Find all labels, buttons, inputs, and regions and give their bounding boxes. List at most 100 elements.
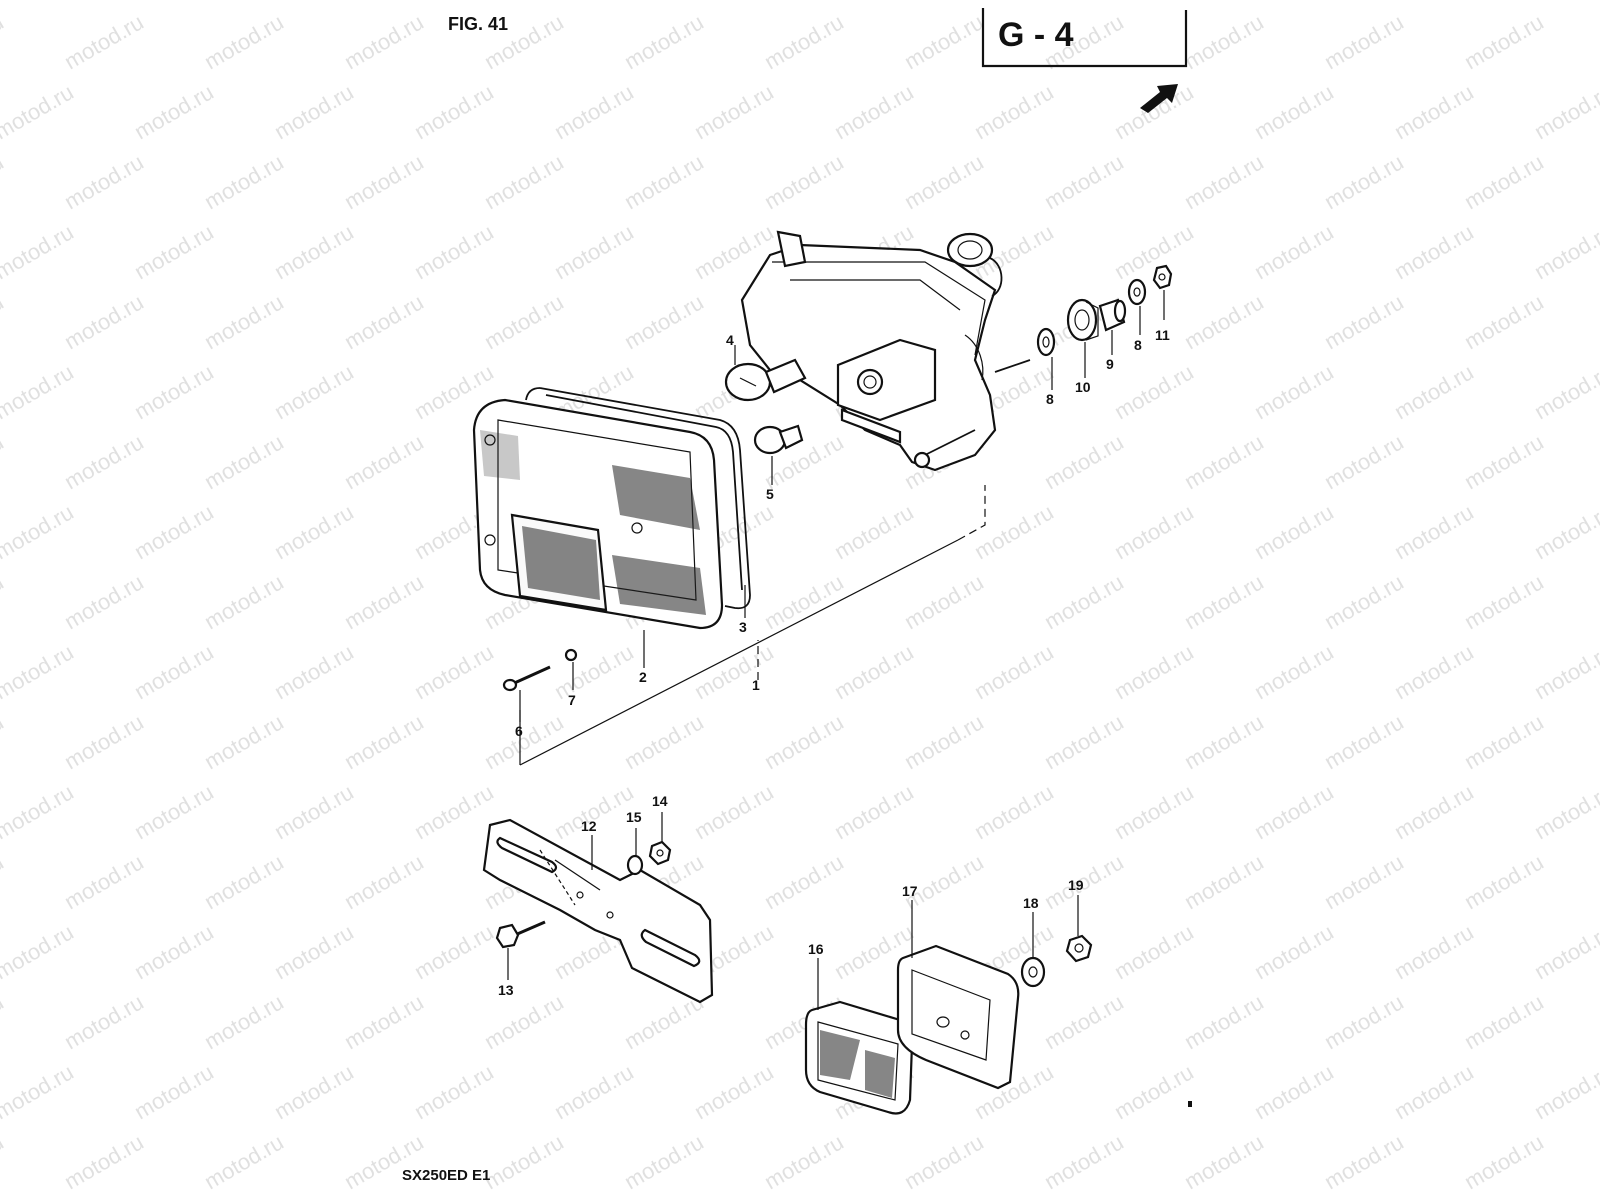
watermark-text: motod.ru — [270, 219, 358, 284]
watermark-text: motod.ru — [60, 289, 148, 354]
watermark-text: motod.ru — [1180, 989, 1268, 1054]
washer-18 — [1020, 956, 1046, 988]
watermark-text: motod.ru — [1530, 219, 1600, 284]
callout-8b: 8 — [1134, 337, 1142, 353]
watermark-text: motod.ru — [1460, 1129, 1548, 1194]
watermark-text: motod.ru — [0, 1129, 8, 1194]
tail-lens — [472, 398, 724, 630]
watermark-text: motod.ru — [900, 569, 988, 634]
watermark-text: motod.ru — [1530, 499, 1600, 564]
watermark-text: motod.ru — [480, 709, 568, 774]
watermark-text: motod.ru — [60, 569, 148, 634]
watermark-text: motod.ru — [620, 1129, 708, 1194]
watermark-text: motod.ru — [690, 1059, 778, 1124]
washer-8a — [1036, 327, 1056, 357]
watermark-text: motod.ru — [1180, 289, 1268, 354]
watermark-text: motod.ru — [1390, 79, 1478, 144]
watermark-text: motod.ru — [0, 149, 8, 214]
watermark-text: motod.ru — [0, 989, 8, 1054]
watermark-text: motod.ru — [410, 79, 498, 144]
watermark-text: motod.ru — [550, 0, 638, 4]
washer-8b — [1127, 278, 1147, 306]
watermark-text: motod.ru — [830, 0, 918, 4]
model-code: SX250ED E1 — [402, 1167, 490, 1184]
watermark-text: motod.ru — [1250, 919, 1338, 984]
watermark-text: motod.ru — [1460, 149, 1548, 214]
watermark-text: motod.ru — [200, 289, 288, 354]
watermark-text: motod.ru — [1390, 779, 1478, 844]
watermark-text: motod.ru — [60, 709, 148, 774]
watermark-text: motod.ru — [760, 849, 848, 914]
watermark-text: motod.ru — [1460, 709, 1548, 774]
watermark-text: motod.ru — [1320, 429, 1408, 494]
lens-screw — [502, 665, 551, 692]
watermark-text: motod.ru — [200, 429, 288, 494]
watermark-text: motod.ru — [1040, 149, 1128, 214]
watermark-text: motod.ru — [1250, 639, 1338, 704]
watermark-text: motod.ru — [270, 499, 358, 564]
grommet-10 — [1066, 298, 1099, 342]
watermark-text: motod.ru — [1180, 9, 1268, 74]
watermark-text: motod.ru — [0, 499, 78, 564]
watermark-text: motod.ru — [0, 569, 8, 634]
watermark-text: motod.ru — [340, 989, 428, 1054]
watermark-text: motod.ru — [1390, 219, 1478, 284]
watermark-text: motod.ru — [60, 849, 148, 914]
license-bracket — [482, 818, 714, 1004]
watermark-text: motod.ru — [1040, 569, 1128, 634]
watermark-text: motod.ru — [970, 779, 1058, 844]
watermark-text: motod.ru — [480, 149, 568, 214]
callout-16: 16 — [808, 941, 824, 957]
watermark-text: motod.ru — [690, 779, 778, 844]
watermark-text: motod.ru — [900, 9, 988, 74]
watermark-text: motod.ru — [900, 849, 988, 914]
watermark-text: motod.ru — [60, 9, 148, 74]
callout-8a: 8 — [1046, 391, 1054, 407]
watermark-text: motod.ru — [1110, 779, 1198, 844]
watermark-text: motod.ru — [1460, 289, 1548, 354]
watermark-text: motod.ru — [970, 639, 1058, 704]
watermark-text: motod.ru — [410, 0, 498, 4]
stop-tail-bulb — [724, 358, 807, 402]
watermark-text: motod.ru — [1530, 359, 1600, 424]
watermark-text: motod.ru — [690, 79, 778, 144]
watermark-text: motod.ru — [1250, 1059, 1338, 1124]
watermark-text: motod.ru — [410, 779, 498, 844]
callout-14: 14 — [652, 793, 668, 809]
lens-gasket — [525, 387, 751, 610]
watermark-text: motod.ru — [60, 429, 148, 494]
callout-4: 4 — [726, 332, 734, 348]
watermark-text: motod.ru — [130, 779, 218, 844]
watermark-text: motod.ru — [340, 709, 428, 774]
watermark-text: motod.ru — [130, 359, 218, 424]
watermark-text: motod.ru — [1530, 639, 1600, 704]
watermark-text: motod.ru — [1390, 919, 1478, 984]
watermark-text: motod.ru — [270, 79, 358, 144]
reflector-holder-17 — [896, 944, 1020, 1090]
callout-7: 7 — [568, 692, 576, 708]
direction-arrow-icon — [1140, 84, 1178, 113]
watermark-text: motod.ru — [1390, 0, 1478, 4]
callout-13: 13 — [498, 982, 514, 998]
watermark-text: motod.ru — [1180, 1129, 1268, 1194]
callouts: 1 2 3 4 5 6 7 8 8 9 10 11 12 13 14 15 16… — [498, 327, 1170, 998]
washer-15 — [626, 854, 644, 876]
callout-17: 17 — [902, 883, 918, 899]
watermark-text: motod.ru — [410, 1059, 498, 1124]
watermark-text: motod.ru — [1320, 849, 1408, 914]
watermark-text: motod.ru — [1110, 1059, 1198, 1124]
watermark-text: motod.ru — [0, 429, 8, 494]
callout-9: 9 — [1106, 356, 1114, 372]
license-bulb — [753, 424, 804, 455]
watermark-text: motod.ru — [1250, 499, 1338, 564]
watermark-text: motod.ru — [550, 639, 638, 704]
callout-5: 5 — [766, 486, 774, 502]
watermark-text: motod.ru — [340, 289, 428, 354]
watermark-text: motod.ru — [1530, 779, 1600, 844]
watermark-text: motod.ru — [60, 1129, 148, 1194]
watermark-text: motod.ru — [620, 149, 708, 214]
leader-lines — [507, 290, 1165, 1010]
reflector-16 — [804, 1000, 914, 1115]
watermark-text: motod.ru — [0, 9, 8, 74]
watermark-text: motod.ru — [130, 639, 218, 704]
